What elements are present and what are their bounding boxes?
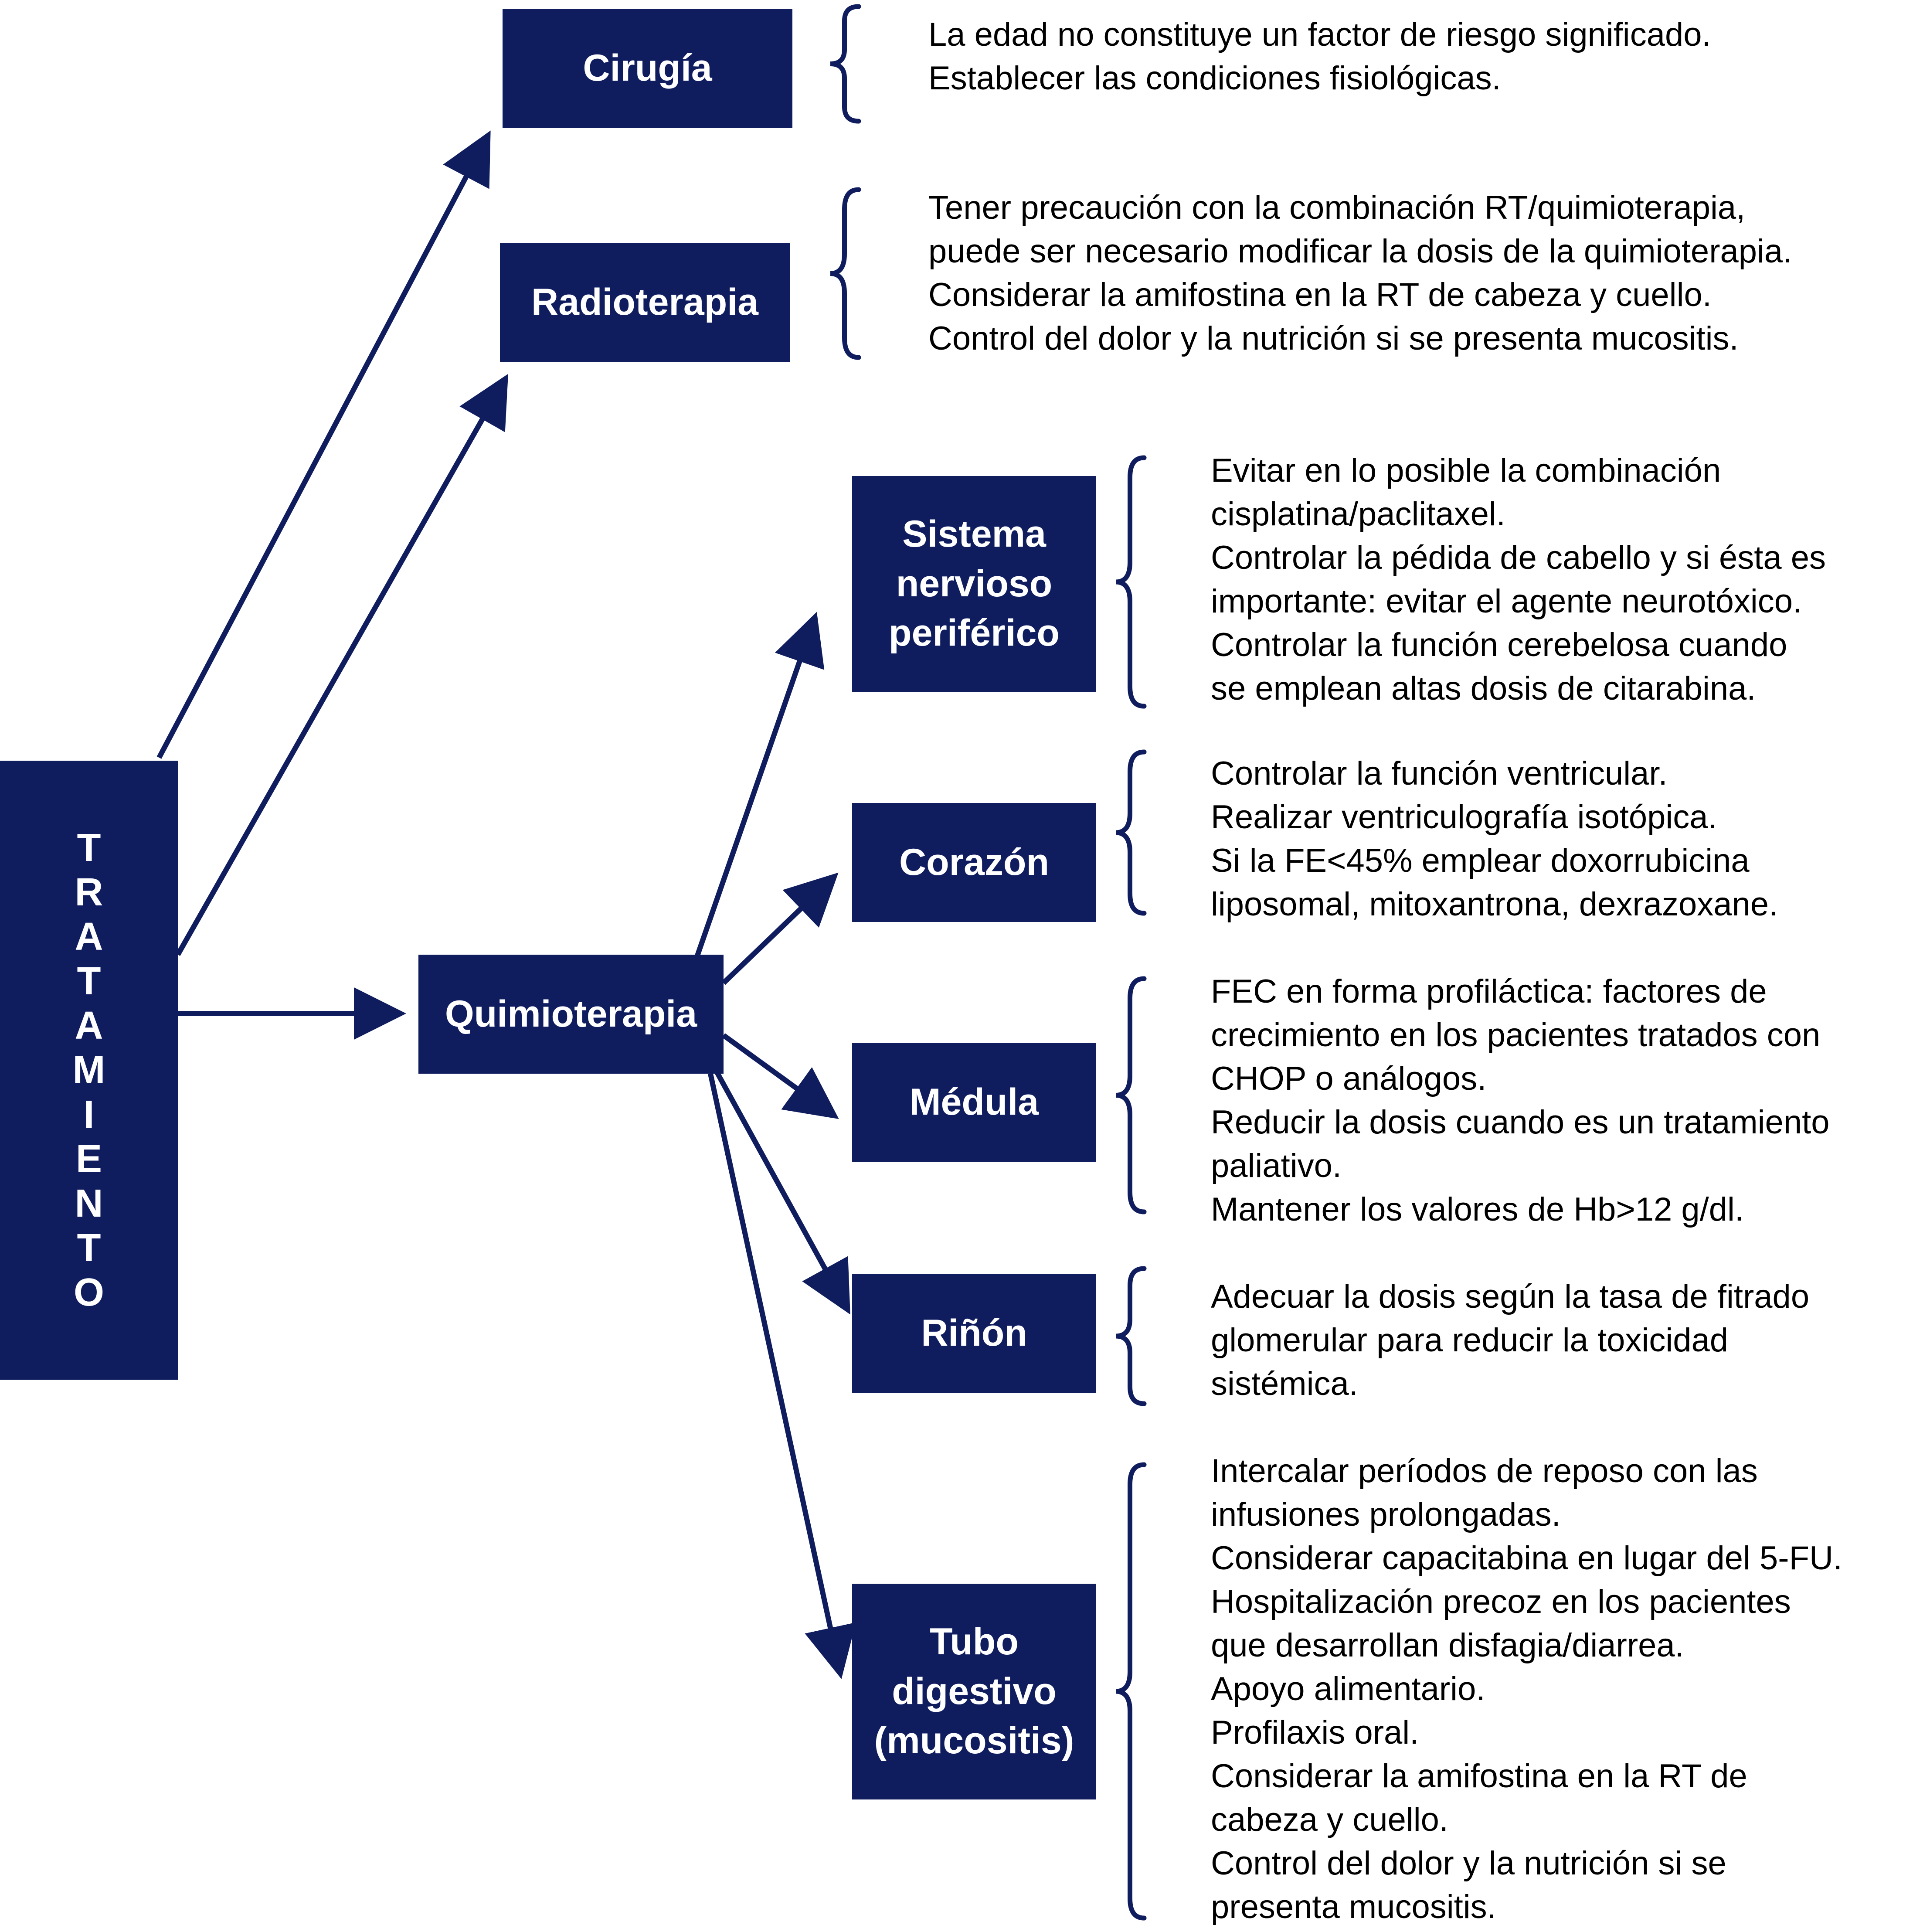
root-letter: T [77,826,101,870]
arrow-to-snp [695,612,825,956]
note-line: Reducir la dosis cuando es un tratamient… [1211,1104,1830,1141]
note-line: Control del dolor y la nutrición si se [1211,1845,1726,1882]
braces [830,4,1147,1921]
note-tubo-digestivo: Intercalar períodos de reposo con las in… [1211,1449,1842,1929]
note-line: Tener precaución con la combinación RT/q… [928,189,1746,226]
root-letter: A [75,1004,103,1048]
brace-corazon [1115,749,1147,916]
brace-radioterapia [830,187,861,360]
root-letter: R [75,871,103,914]
brace-tubo [1115,1462,1147,1921]
note-line: CHOP o análogos. [1211,1060,1487,1097]
brace-medula [1115,976,1147,1214]
note-line: Adecuar la dosis según la tasa de fitrad… [1211,1278,1810,1315]
brace-snp [1115,455,1147,709]
note-line: Establecer las condiciones fisiológicas. [928,60,1501,97]
note-line: Considerar la amifostina en la RT de cab… [928,276,1712,313]
box-sistema-nervioso-periferico: Sistema nervioso periférico [852,476,1096,692]
note-line: Realizar ventriculografía isotópica. [1211,799,1717,836]
note-line: FEC en forma profiláctica: factores de [1211,973,1767,1010]
note-line: cisplatina/paclitaxel. [1211,496,1505,533]
note-line: Controlar la función cerebelosa cuando [1211,626,1787,663]
note-line: Evitar en lo posible la combinación [1211,452,1721,489]
note-radioterapia: Tener precaución con la combinación RT/q… [928,186,1792,361]
brace-cirugia [830,4,861,124]
root-letter: I [83,1093,95,1136]
box-quimioterapia: Quimioterapia [418,955,724,1074]
root-letter: M [72,1048,105,1092]
note-line: Si la FE<45% emplear doxorrubicina [1211,842,1750,879]
note-line: Intercalar períodos de reposo con las [1211,1452,1758,1490]
note-line: cabeza y cuello. [1211,1801,1448,1838]
note-corazon: Controlar la función ventricular. Realiz… [1211,752,1778,926]
root-letter: T [77,1226,101,1270]
root-letter: O [73,1271,104,1314]
note-line: Controlar la pédida de cabello y si ésta… [1211,539,1826,576]
note-line: Hospitalización precoz en los pacientes [1211,1583,1791,1620]
root-letter: N [75,1182,103,1225]
box-corazon: Corazón [852,803,1096,922]
root-box-tratamiento: T R A T A M I E N T O [0,761,178,1380]
note-line: Control del dolor y la nutrición si se p… [928,320,1739,357]
box-rinon: Riñón [852,1274,1096,1393]
note-line: sistémica. [1211,1365,1358,1402]
note-line: Considerar la amifostina en la RT de [1211,1758,1747,1795]
note-medula: FEC en forma profiláctica: factores de c… [1211,970,1829,1231]
note-line: liposomal, mitoxantrona, dexrazoxane. [1211,886,1778,923]
note-line: Apoyo alimentario. [1211,1670,1485,1708]
note-line: importante: evitar el agente neurotóxico… [1211,583,1802,620]
root-letter: E [75,1137,102,1181]
note-line: presenta mucositis. [1211,1888,1496,1925]
note-line: crecimiento en los pacientes tratados co… [1211,1017,1821,1054]
note-line: Mantener los valores de Hb>12 g/dl. [1211,1191,1744,1228]
note-line: glomerular para reducir la toxicidad [1211,1322,1729,1359]
note-line: Profilaxis oral. [1211,1714,1419,1751]
brace-rinon [1115,1266,1147,1406]
note-line: puede ser necesario modificar la dosis d… [928,233,1792,270]
note-line: que desarrollan disfagia/diarrea. [1211,1627,1684,1664]
arrow-to-radioterapia [175,374,508,956]
root-letter: T [77,959,101,1003]
arrow-to-tubo [708,1073,856,1679]
note-cirugia: La edad no constituye un factor de riesg… [928,13,1711,100]
note-line: La edad no constituye un factor de riesg… [928,16,1711,53]
box-medula: Médula [852,1043,1096,1162]
arrow-to-cirugia [156,130,491,759]
arrows [156,130,856,1679]
note-line: infusiones prolongadas. [1211,1496,1561,1533]
note-rinon: Adecuar la dosis según la tasa de fitrad… [1211,1275,1809,1406]
box-radioterapia: Radioterapia [500,243,790,362]
box-cirugia: Cirugía [503,9,792,128]
root-letter: A [75,915,103,959]
box-tubo-digestivo: Tubo digestivo (mucositis) [852,1584,1096,1799]
note-line: paliativo. [1211,1147,1342,1184]
arrow-to-rinon [714,1071,850,1315]
note-line: Controlar la función ventricular. [1211,755,1668,792]
note-line: Considerar capacitabina en lugar del 5-F… [1211,1540,1843,1577]
note-line: se emplean altas dosis de citarabina. [1211,670,1756,707]
arrow-to-medula [722,1033,839,1119]
arrow-to-corazon [721,872,839,985]
note-sistema-nervioso-periferico: Evitar en lo posible la combinación cisp… [1211,449,1826,711]
